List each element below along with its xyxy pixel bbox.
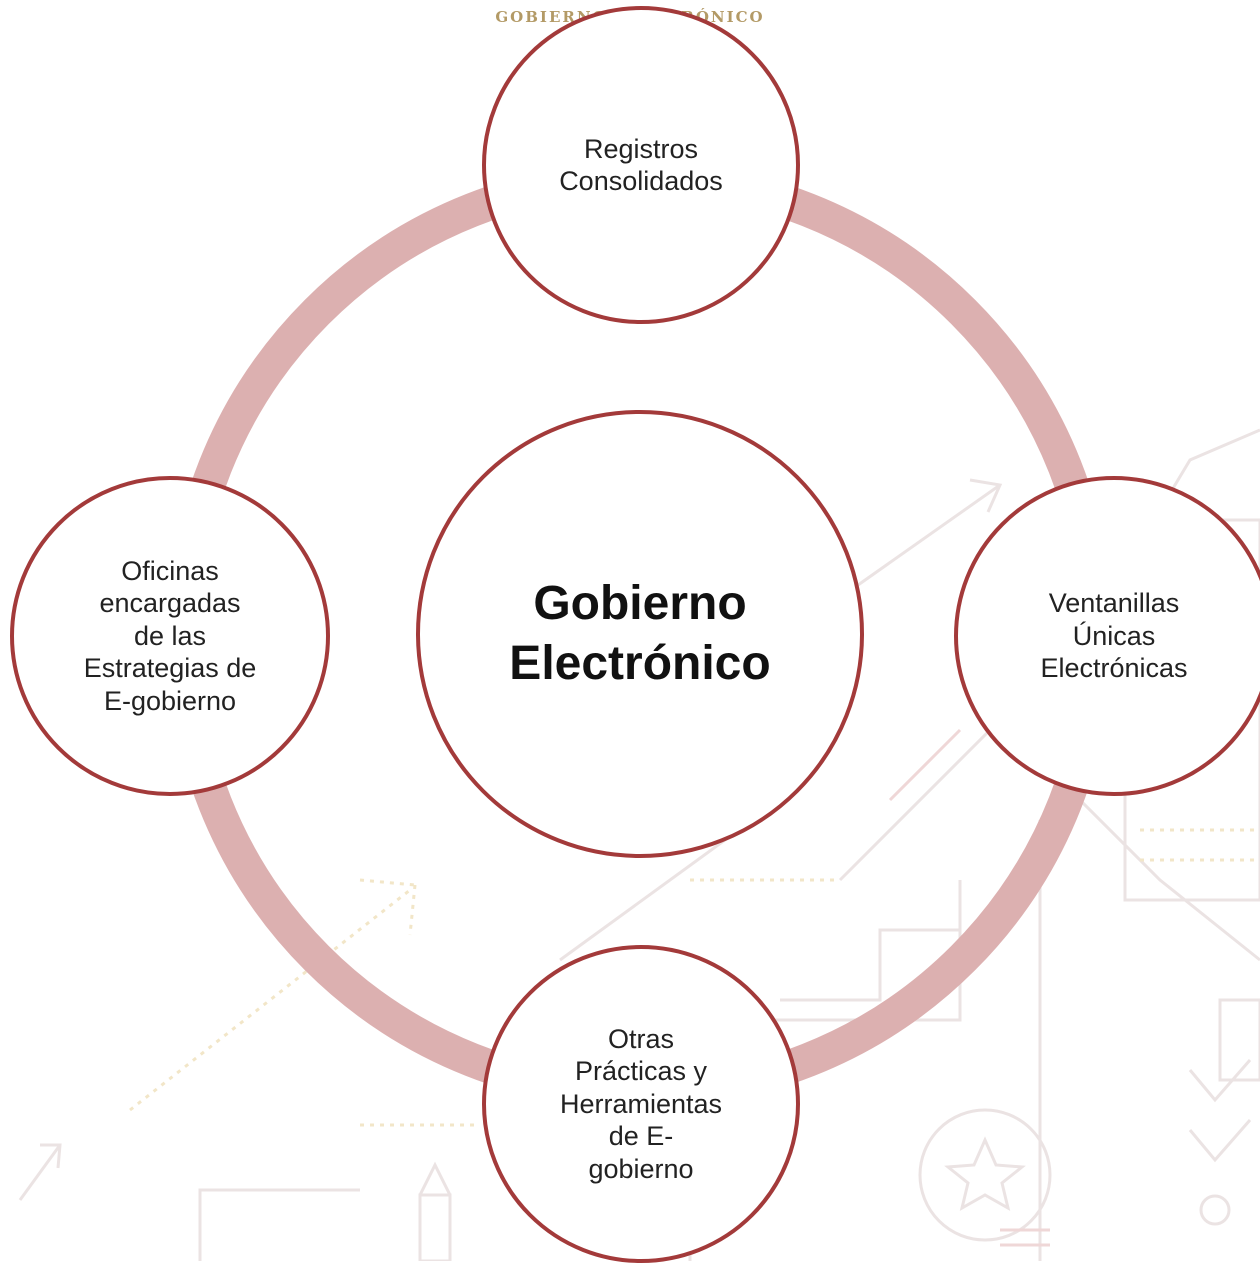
node-label: Registros Consolidados <box>559 133 723 196</box>
center-label: Gobierno Electrónico <box>509 577 771 690</box>
node-label: Otras Prácticas y Herramientas de E- gob… <box>559 1024 723 1184</box>
node-ventanillas-unicas: Ventanillas Únicas Electrónicas <box>954 476 1260 796</box>
node-otras-practicas: Otras Prácticas y Herramientas de E- gob… <box>482 945 800 1263</box>
node-registros-consolidados: Registros Consolidados <box>482 6 800 324</box>
node-label: Ventanillas Únicas Electrónicas <box>1040 588 1188 684</box>
node-label: Oficinas encargadas de las Estrategias d… <box>83 556 257 716</box>
center-node-gobierno-electronico: Gobierno Electrónico <box>416 410 864 858</box>
node-oficinas-e-gobierno: Oficinas encargadas de las Estrategias d… <box>10 476 330 796</box>
